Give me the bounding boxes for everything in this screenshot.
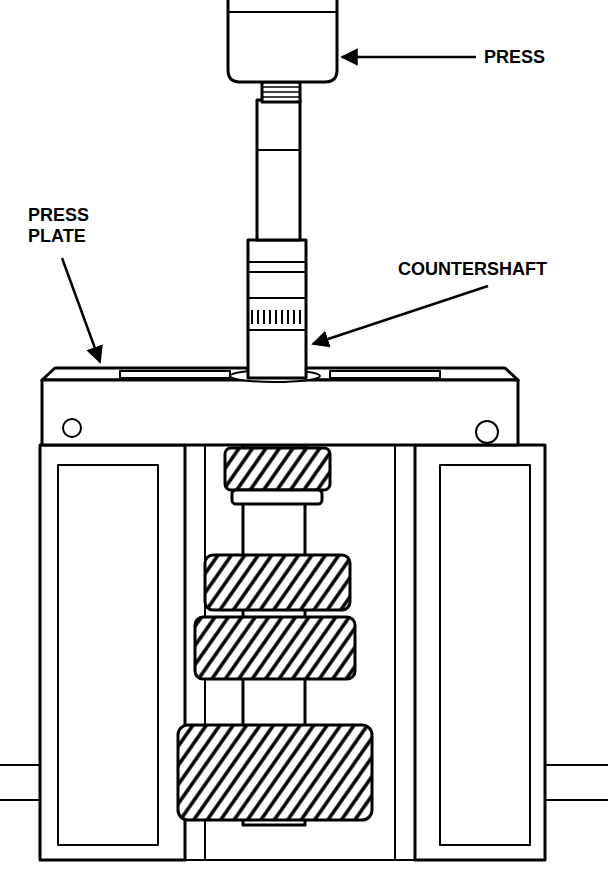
part-label: PRESS (482, 46, 547, 69)
part-label: PRESS PLATE (26, 204, 102, 247)
part-label: COUNTERSHAFT (396, 258, 549, 281)
